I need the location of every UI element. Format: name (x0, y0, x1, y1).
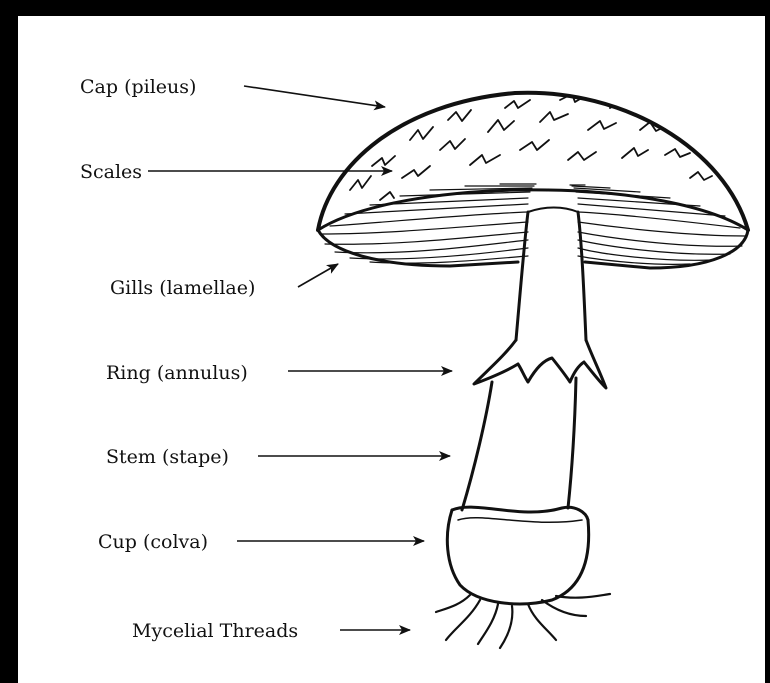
stem-ring (474, 340, 606, 388)
label-stem-group: Stem (stape) (106, 446, 450, 468)
label-mycelial: Mycelial Threads (132, 620, 298, 642)
arrow-gills (298, 264, 338, 287)
label-scales: Scales (80, 161, 142, 183)
mycelial-threads (436, 594, 610, 648)
label-cup-group: Cup (colva) (98, 531, 424, 553)
lower-stem (462, 378, 576, 510)
label-stem: Stem (stape) (106, 446, 229, 468)
gill-underside-outline (318, 230, 748, 268)
label-mycelial-group: Mycelial Threads (132, 620, 410, 642)
label-gills-group: Gills (lamellae) (110, 264, 338, 299)
label-cap: Cap (pileus) (80, 76, 196, 98)
label-ring: Ring (annulus) (106, 362, 248, 384)
volva-cup (447, 507, 588, 604)
label-ring-group: Ring (annulus) (106, 362, 452, 384)
label-cup: Cup (colva) (98, 531, 208, 553)
label-cap-group: Cap (pileus) (80, 76, 385, 107)
arrow-cap (244, 86, 385, 107)
upper-stem (516, 208, 586, 341)
label-gills: Gills (lamellae) (110, 277, 255, 299)
